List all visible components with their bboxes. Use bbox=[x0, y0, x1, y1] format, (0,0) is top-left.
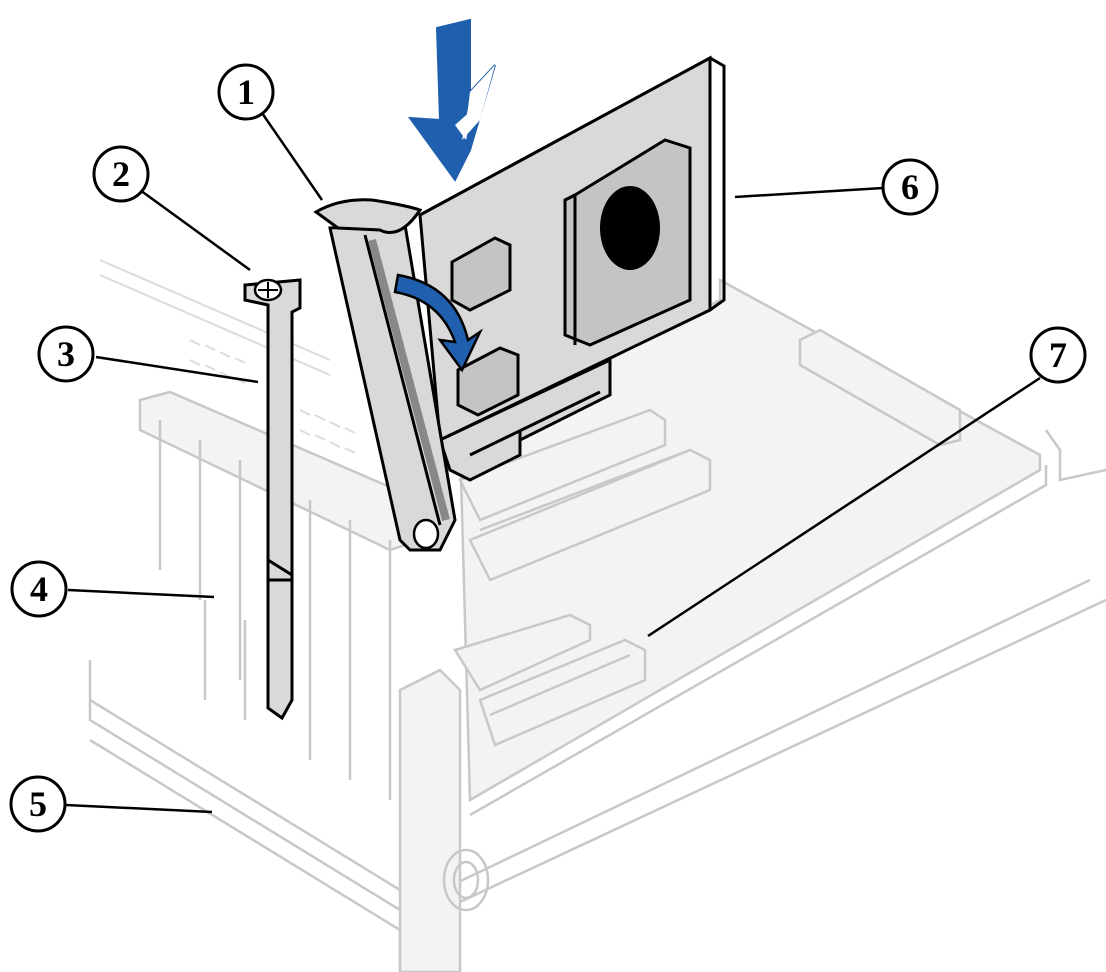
callout-label-1: 1 bbox=[237, 72, 255, 112]
callout-label-4: 4 bbox=[30, 569, 48, 609]
chassis-background bbox=[88, 259, 1106, 972]
expansion-slots bbox=[458, 408, 712, 582]
callout-label-6: 6 bbox=[901, 167, 919, 207]
rotate-arrow-icon bbox=[393, 273, 484, 373]
callout-3: 3 bbox=[37, 325, 95, 383]
callout-6: 6 bbox=[881, 158, 939, 216]
callout-label-5: 5 bbox=[29, 784, 47, 824]
callout-4: 4 bbox=[10, 560, 68, 618]
screw-icon bbox=[253, 278, 283, 302]
callout-label-7: 7 bbox=[1049, 335, 1067, 375]
fan-icon bbox=[600, 186, 660, 270]
card-retention-arm bbox=[313, 198, 484, 552]
callout-leaders bbox=[65, 112, 1041, 814]
callout-label-3: 3 bbox=[57, 334, 75, 374]
press-down-arrow-icon bbox=[407, 18, 496, 182]
callout-2: 2 bbox=[92, 145, 150, 203]
card-bracket bbox=[243, 278, 302, 721]
callout-label-2: 2 bbox=[112, 154, 130, 194]
expansion-card bbox=[418, 55, 726, 482]
callout-7: 7 bbox=[1029, 326, 1087, 384]
callout-1: 1 bbox=[217, 63, 275, 121]
card-connector bbox=[453, 613, 647, 747]
callout-5: 5 bbox=[9, 775, 67, 833]
